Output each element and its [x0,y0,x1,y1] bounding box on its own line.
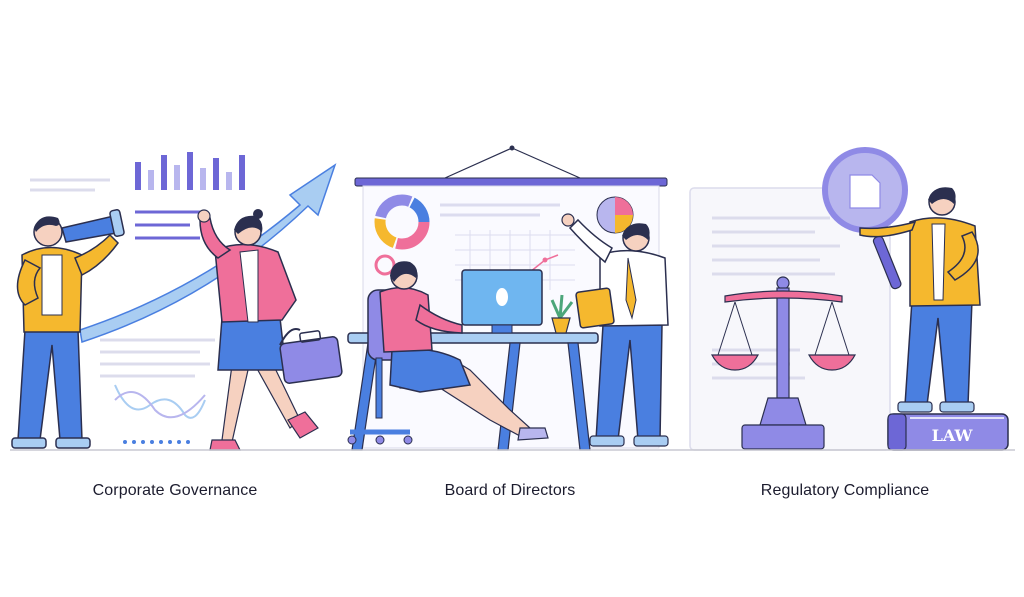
caption-corporate-governance: Corporate Governance [92,482,258,499]
man-with-magnifier [859,187,981,413]
bar-chart-icon [135,152,245,190]
law-book-icon: LAW [887,413,1009,451]
pie-chart-icon [596,196,634,234]
dot-row [123,440,190,444]
corporate-governance-scene [11,152,343,451]
presenting-man [561,213,669,447]
spyglass-icon [61,209,125,243]
background-doc-lines [30,178,215,378]
law-book-label: LAW [932,426,974,445]
briefcase-icon [279,328,343,384]
squiggle-chart [114,384,206,419]
growth-arrow-icon [79,163,337,343]
seated-woman [379,261,549,441]
woman-with-briefcase [197,209,343,451]
text-lines [135,210,205,240]
caption-board-of-directors: Board of Directors [444,482,576,499]
scales-of-justice-icon [710,276,857,450]
man-with-spyglass [11,209,125,449]
laptop-icon [461,269,543,334]
board-of-directors-scene [347,145,669,451]
board-grid [440,203,575,290]
potted-plant-icon [550,294,574,334]
regulatory-compliance-scene: LAW [689,147,1009,451]
caption-regulatory-compliance: Regulatory Compliance [760,482,930,499]
donut-chart-icon [374,194,430,250]
